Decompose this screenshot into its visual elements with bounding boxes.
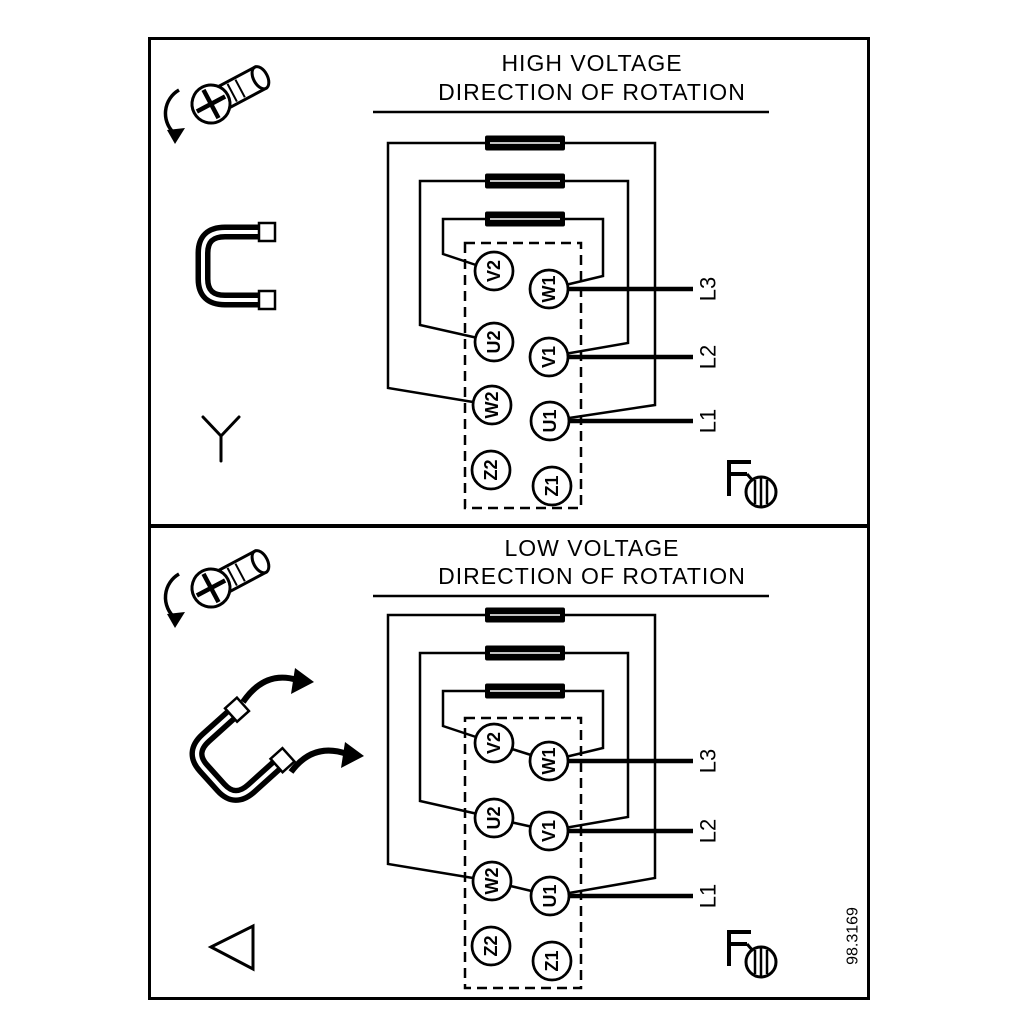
supply-lines xyxy=(568,286,693,424)
wiring-diagram-frame: HIGH VOLTAGE DIRECTION OF ROTATION xyxy=(148,37,870,1000)
terminal-u2: U2 xyxy=(473,321,515,363)
low-voltage-subtitle: DIRECTION OF ROTATION xyxy=(438,563,746,589)
line-label-l1: L1 xyxy=(696,884,721,908)
svg-text:Z2: Z2 xyxy=(481,459,501,480)
delta-connection-symbol xyxy=(207,923,255,972)
terminal-u2: U2 xyxy=(473,797,515,839)
high-voltage-title: HIGH VOLTAGE xyxy=(501,50,682,76)
svg-text:V1: V1 xyxy=(539,820,559,842)
svg-text:Z2: Z2 xyxy=(481,935,501,956)
line-label-l2: L2 xyxy=(696,819,721,843)
terminal-link-icon xyxy=(195,221,277,311)
svg-text:W2: W2 xyxy=(482,392,502,419)
supply-lines xyxy=(568,758,693,899)
low-voltage-title: LOW VOLTAGE xyxy=(504,535,679,561)
terminal-v1: V1 xyxy=(528,810,570,852)
svg-text:U2: U2 xyxy=(484,330,504,353)
move-link-arrows xyxy=(240,668,364,774)
link-bars xyxy=(485,135,565,227)
high-voltage-subtitle: DIRECTION OF ROTATION xyxy=(438,79,746,105)
terminal-v2: V2 xyxy=(473,250,515,292)
ground-clamp-icon xyxy=(727,460,778,509)
svg-text:W2: W2 xyxy=(482,868,502,895)
link-wiring xyxy=(386,613,657,895)
terminal-z1: Z1 xyxy=(531,940,573,982)
terminal-w1: W1 xyxy=(528,740,570,782)
star-connection-symbol xyxy=(201,415,241,463)
link-wiring xyxy=(386,141,657,420)
ground-clamp-icon xyxy=(727,930,778,979)
terminal-v1: V1 xyxy=(528,336,570,378)
terminal-link-moved-icon xyxy=(189,695,297,803)
terminal-v2: V2 xyxy=(473,722,515,764)
svg-text:V1: V1 xyxy=(539,346,559,368)
svg-text:V2: V2 xyxy=(484,260,504,282)
terminal-z1: Z1 xyxy=(531,465,573,507)
figure-number: 98.3169 xyxy=(845,907,862,965)
terminal-w2: W2 xyxy=(471,860,513,902)
line-label-l3: L3 xyxy=(696,749,721,773)
terminal-block-outline xyxy=(463,241,583,510)
screw-rotation-icon xyxy=(163,65,271,144)
terminal-w1: W1 xyxy=(528,268,570,310)
svg-text:V2: V2 xyxy=(484,732,504,754)
panel-divider xyxy=(151,524,867,528)
svg-text:U1: U1 xyxy=(540,884,560,907)
terminal-block-outline xyxy=(463,716,583,990)
terminal-z2: Z2 xyxy=(470,925,512,967)
high-voltage-panel: HIGH VOLTAGE DIRECTION OF ROTATION xyxy=(163,50,778,510)
terminal-z2: Z2 xyxy=(470,449,512,491)
svg-text:Z1: Z1 xyxy=(542,950,562,971)
terminal-u1: U1 xyxy=(529,400,571,442)
svg-text:U1: U1 xyxy=(540,409,560,432)
screw-rotation-icon xyxy=(163,549,271,628)
svg-text:W1: W1 xyxy=(539,276,559,303)
link-bars xyxy=(485,607,565,699)
svg-text:U2: U2 xyxy=(484,806,504,829)
low-voltage-panel: LOW VOLTAGE DIRECTION OF ROTATION xyxy=(163,535,862,990)
line-label-l1: L1 xyxy=(696,409,721,433)
svg-text:W1: W1 xyxy=(539,748,559,775)
svg-text:Z1: Z1 xyxy=(542,475,562,496)
terminal-u1: U1 xyxy=(529,875,571,917)
line-label-l3: L3 xyxy=(696,277,721,301)
delta-links xyxy=(510,747,532,893)
line-label-l2: L2 xyxy=(696,345,721,369)
terminal-w2: W2 xyxy=(471,384,513,426)
